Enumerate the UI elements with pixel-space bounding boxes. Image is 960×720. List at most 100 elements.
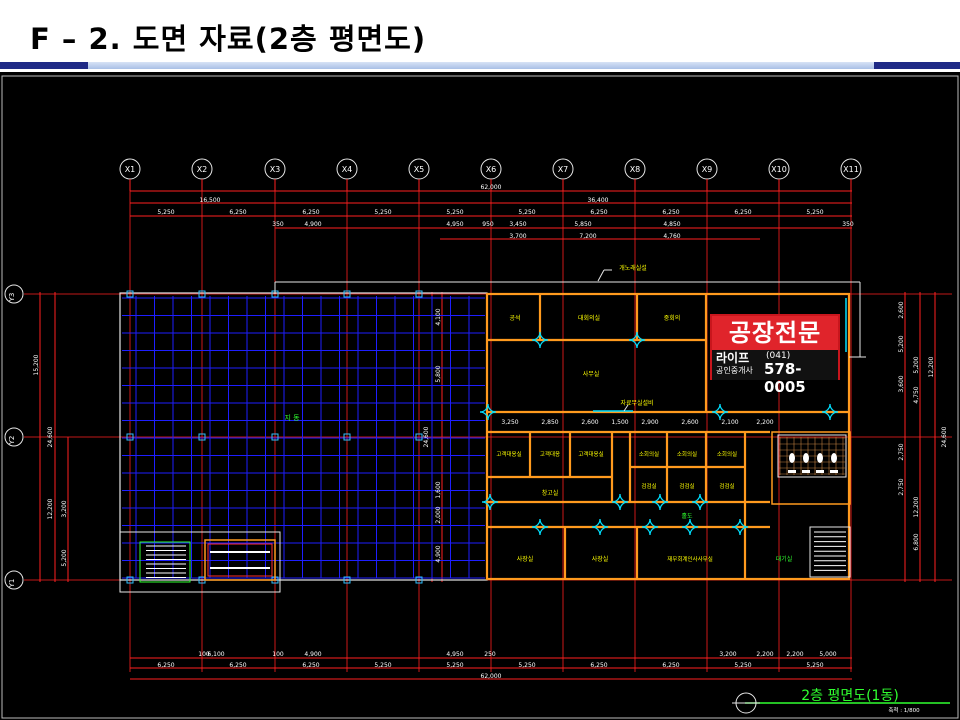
dim-top: 5,250 <box>518 209 535 216</box>
dim-top: 5,850 <box>574 221 591 228</box>
row-grid-bubbles <box>4 284 24 590</box>
page-title: F – 2. 도면 자료(2층 평면도) <box>30 22 427 56</box>
dim-bottom: 2,200 <box>786 651 803 658</box>
dim-interior: 24,600 <box>423 426 430 447</box>
dim-bottom: 4,900 <box>304 651 321 658</box>
dim-interior: 5,800 <box>435 365 442 382</box>
badge-contact-panel: 라이프 공인중개사 (041) 578-0005 <box>712 350 838 396</box>
dim-top: 4,760 <box>663 233 680 240</box>
broker-badge: 공장전문 라이프 공인중개사 (041) 578-0005 <box>710 314 840 396</box>
dim-corridor: 2,600 <box>581 419 598 426</box>
column-label: X1 <box>125 165 136 174</box>
room-label-small-meeting-2: 소회의실 <box>677 450 697 458</box>
dim-corridor: 1,500 <box>611 419 628 426</box>
dim-right: 3,600 <box>898 375 905 392</box>
title-underline <box>0 62 960 70</box>
room-label-president-1: 사장실 <box>517 555 534 563</box>
room-label-hall: 홀도 <box>681 512 693 520</box>
row-bubble <box>4 427 24 447</box>
dim-interior: 4,900 <box>435 545 442 562</box>
dim-interior: 2,000 <box>435 506 442 523</box>
title-underline-right <box>874 62 960 69</box>
structural-columns <box>126 290 423 584</box>
dim-right: 6,800 <box>913 533 920 550</box>
dim-top: 6,250 <box>590 209 607 216</box>
dim-top: 3,450 <box>509 221 526 228</box>
dim-bottom: 5,250 <box>734 662 751 669</box>
dim-right: 24,600 <box>941 426 948 447</box>
dim-left: 5,200 <box>61 549 68 566</box>
dim-bottom: 6,100 <box>207 651 224 658</box>
dim-left: 15,200 <box>33 354 40 375</box>
plan-caption-scale: 축척 : 1/800 <box>888 706 920 714</box>
stairwell-left <box>139 539 276 583</box>
dim-bottom: 2,200 <box>756 651 773 658</box>
dim-overall-bottom: 62,000 <box>481 673 502 680</box>
stair-core-outline <box>119 531 281 593</box>
dim-top: 350 <box>842 221 854 228</box>
dim-top: 4,900 <box>304 221 321 228</box>
plan-caption-title: 2층 평면도(1동) <box>801 688 899 704</box>
dim-top: 16,500 <box>200 197 221 204</box>
room-label-storage: 지 동 <box>284 413 300 422</box>
dim-left: 12,200 <box>47 498 54 519</box>
dim-interior: 1,600 <box>435 481 442 498</box>
restroom-block <box>771 431 851 505</box>
room-label-waiting: 대기실 <box>776 555 793 563</box>
column-label: X3 <box>270 165 281 174</box>
dim-top: 350 <box>272 221 284 228</box>
dim-bottom: 6,250 <box>229 662 246 669</box>
column-label: X10 <box>771 165 787 174</box>
dim-top: 5,250 <box>806 209 823 216</box>
dim-bottom: 6,250 <box>157 662 174 669</box>
room-label-customer-1: 고객대응실 <box>496 450 521 458</box>
dim-corridor: 2,100 <box>721 419 738 426</box>
dim-top: 4,950 <box>446 221 463 228</box>
warehouse-grid <box>122 296 485 579</box>
dim-corridor: 2,200 <box>756 419 773 426</box>
dim-right: 4,750 <box>913 386 920 403</box>
dim-top: 5,250 <box>374 209 391 216</box>
column-label: X4 <box>342 165 353 174</box>
dim-top: 5,250 <box>446 209 463 216</box>
dim-top: 5,250 <box>157 209 174 216</box>
row-label: Y1 <box>8 579 16 589</box>
room-label-records: 자료무실설비 <box>620 399 653 407</box>
dim-bottom: 250 <box>484 651 496 658</box>
room-label-storage-a: 창고실 <box>542 489 559 497</box>
row-bubble <box>4 570 24 590</box>
dim-top: 3,700 <box>509 233 526 240</box>
row-label: Y2 <box>8 436 16 446</box>
dim-corridor: 3,250 <box>501 419 518 426</box>
dim-bottom: 6,250 <box>590 662 607 669</box>
room-label-customer-3: 고객대응실 <box>578 450 603 458</box>
dim-top: 950 <box>482 221 494 228</box>
room-label-finance-office: 재무회계인사사무실 <box>667 555 713 563</box>
dim-left: 24,600 <box>47 426 54 447</box>
dim-top: 7,200 <box>579 233 596 240</box>
office-walls <box>485 292 851 581</box>
badge-area-code: (041) <box>766 351 791 361</box>
dim-bottom: 6,250 <box>302 662 319 669</box>
dim-bottom: 100 <box>198 651 210 658</box>
dim-left: 3,200 <box>61 500 68 517</box>
plan-caption-mark <box>732 692 950 714</box>
stairwell-right <box>809 526 851 578</box>
column-label: X8 <box>630 165 641 174</box>
dim-bottom: 5,250 <box>806 662 823 669</box>
dim-bottom: 5,250 <box>518 662 535 669</box>
column-label: X11 <box>843 165 859 174</box>
room-label-meeting-2: 대회의실 <box>578 314 600 322</box>
title-underline-left <box>0 62 88 69</box>
dim-top: 6,250 <box>734 209 751 216</box>
dim-right: 5,200 <box>898 335 905 352</box>
dim-right: 2,600 <box>898 301 905 318</box>
room-label-inspection-1: 검검실 <box>641 482 656 490</box>
dim-top: 6,250 <box>302 209 319 216</box>
badge-headline: 공장전문 <box>712 316 838 350</box>
row-bubble <box>4 284 24 304</box>
title-underline-center <box>88 62 874 69</box>
column-label: X5 <box>414 165 425 174</box>
